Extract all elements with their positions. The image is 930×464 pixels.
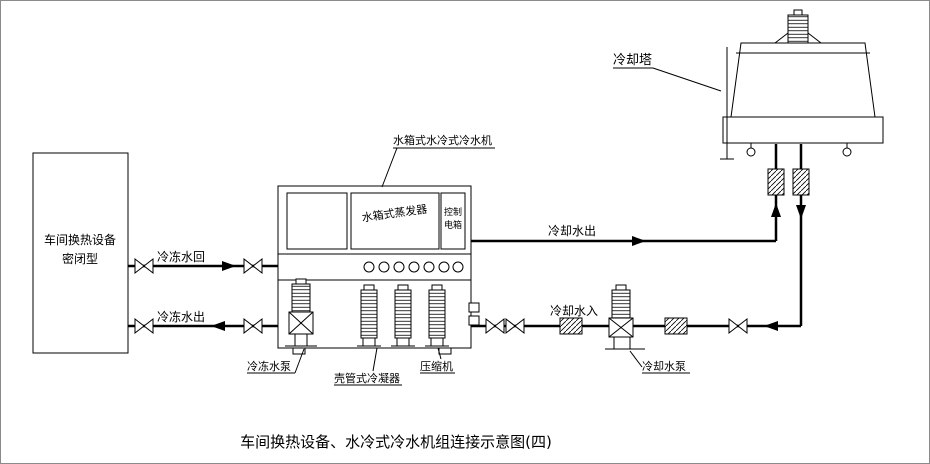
pump-body-detail — [608, 317, 634, 338]
valve-icon — [728, 317, 748, 335]
cooling-pump-label: 冷却水泵 — [642, 360, 686, 373]
gauge-circle — [438, 261, 450, 273]
basin-fitting — [842, 147, 852, 157]
leader-line — [294, 348, 305, 374]
valve-icon — [243, 317, 263, 335]
cylinder-cap — [363, 284, 375, 291]
cooling-tower — [720, 9, 884, 160]
gauge-circle — [393, 261, 405, 273]
flow-arrows — [211, 203, 806, 331]
chilled-return-label: 冷冻水回 — [157, 249, 205, 264]
workshop-label-line2: 密闭型 — [62, 251, 98, 266]
flow-labels: 冷冻水回 冷冻水出 冷却水出 冷却水入 — [157, 224, 598, 324]
leader-line — [372, 347, 378, 372]
gauge-circle — [452, 261, 464, 273]
motor-support — [774, 32, 789, 44]
arrow-down-icon — [796, 205, 806, 219]
tower-basin — [722, 116, 884, 144]
pipe-stub — [468, 315, 480, 326]
gauge-circle — [423, 261, 435, 273]
cylinder-body — [394, 289, 412, 339]
flex-connector-icon — [664, 317, 688, 335]
compressor-label: 压缩机 — [420, 359, 453, 373]
valves — [134, 257, 748, 335]
cylinder-cap — [431, 284, 443, 291]
valve-icon — [485, 317, 505, 335]
gauge-circle — [378, 261, 390, 273]
gauge-circle — [363, 261, 375, 273]
pump-motor-cap — [295, 278, 307, 285]
arrow-right-icon — [632, 236, 646, 246]
workshop-box — [32, 152, 129, 354]
condenser-symbol — [391, 284, 415, 347]
chiller-foot — [292, 347, 306, 355]
leader-line — [437, 347, 442, 360]
tower-connection-stubs — [774, 144, 803, 169]
water-tank-box — [286, 192, 348, 250]
arrow-left-icon — [211, 321, 225, 331]
arrow-right-icon — [222, 261, 236, 271]
basin-fitting — [746, 147, 756, 157]
cooling-tower-label: 冷却塔 — [613, 53, 652, 68]
arrow-up-icon — [771, 203, 781, 217]
flex-connector-icon — [792, 168, 810, 196]
cylinder-body — [360, 289, 378, 339]
pump-motor — [291, 283, 311, 313]
chiller-label: 水箱式水冷式冷水机 — [393, 133, 492, 147]
chilled-out-label: 冷冻水出 — [157, 309, 205, 324]
fan-motor-cap — [793, 9, 803, 16]
valve-icon — [505, 317, 525, 335]
chilled-pump-label: 冷冻水泵 — [247, 359, 291, 373]
control-box-label-line1: 控制 — [444, 206, 462, 218]
control-box — [440, 192, 466, 250]
cooling-water-out-pipe — [471, 195, 778, 243]
pump-body-detail — [288, 311, 314, 335]
leader-line — [381, 147, 398, 188]
flex-connector-icon — [767, 168, 785, 196]
chiller-foot — [438, 347, 452, 355]
tower-body — [730, 42, 876, 118]
workshop-equipment: 车间换热设备 密闭型 — [32, 152, 129, 354]
cooling-out-label: 冷却水出 — [548, 224, 596, 238]
flex-connectors — [559, 168, 810, 335]
cylinder-body — [428, 289, 446, 339]
leader-line — [652, 67, 722, 92]
arrow-left-icon — [764, 321, 778, 331]
leader-line — [629, 350, 643, 368]
gauge-circle — [408, 261, 420, 273]
evaporator-box — [350, 192, 440, 250]
valve-icon — [243, 257, 263, 275]
compressor-symbol — [425, 284, 449, 347]
fan-motor — [787, 14, 809, 44]
valve-icon — [134, 317, 154, 335]
gauge-row — [363, 261, 464, 273]
cooling-water-in-pipe — [471, 195, 803, 328]
pump-motor-cap — [615, 284, 627, 291]
cylinder-cap — [397, 284, 409, 291]
cooling-water-pump-symbol — [605, 284, 645, 350]
condenser-symbol — [357, 284, 381, 347]
condenser-label: 壳管式冷凝器 — [334, 371, 400, 385]
pipe-stub — [468, 302, 480, 313]
valve-icon — [134, 257, 154, 275]
control-box-label-line2: 电箱 — [444, 219, 462, 231]
motor-support — [807, 32, 822, 44]
diagram-title: 车间换热设备、水冷式冷水机组连接示意图(四) — [240, 433, 552, 451]
workshop-label-line1: 车间换热设备 — [44, 232, 116, 247]
flex-connector-icon — [559, 317, 583, 335]
pump-motor — [611, 289, 631, 319]
chilled-water-pump-symbol — [285, 278, 317, 347]
cooling-in-label: 冷却水入 — [550, 304, 598, 318]
chiller-unit: 水箱式蒸发器 控制 电箱 — [277, 185, 480, 355]
callout-labels: 水箱式水冷式冷水机 冷却塔 冷冻水泵 壳管式冷凝器 压缩机 冷却水泵 — [247, 53, 722, 386]
